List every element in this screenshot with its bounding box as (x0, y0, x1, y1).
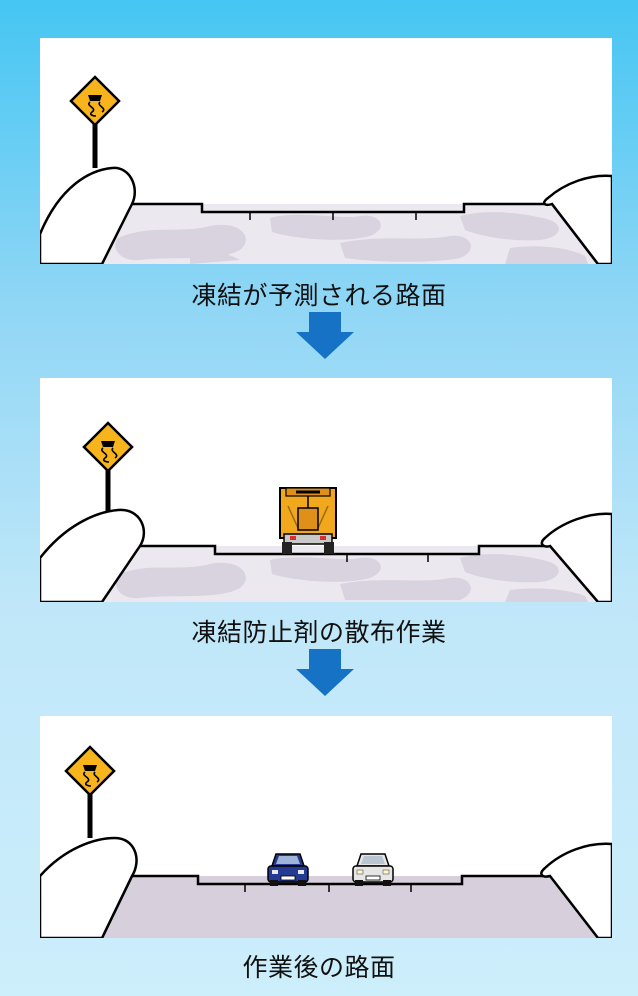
after-work-illustration (40, 745, 612, 938)
panel-after-work (40, 716, 612, 938)
icy-road-illustration (40, 75, 612, 264)
panel-spreading-work (40, 378, 612, 602)
road-surface-clear (102, 876, 598, 938)
blue-car-icon (267, 853, 309, 886)
road-outline (40, 202, 599, 264)
snow-bank-left (40, 836, 138, 938)
snow-bank-right (540, 842, 612, 938)
panel-icy-road (40, 38, 612, 264)
slippery-road-sign-icon (82, 421, 134, 512)
slippery-road-sign-icon (64, 745, 116, 838)
step-3-caption: 作業後の路面 (242, 953, 396, 982)
step-1-caption: 凍結が予測される路面 (191, 281, 447, 310)
snow-bank-left (40, 166, 137, 264)
down-arrow-icon (296, 649, 354, 696)
snow-bank-right (540, 512, 612, 602)
ice-patches (115, 212, 588, 264)
step-2-caption: 凍結防止剤の散布作業 (191, 618, 447, 647)
spreading-work-illustration (40, 421, 612, 602)
lane-ticks (244, 884, 412, 892)
lane-ticks (346, 554, 429, 562)
white-car-icon (352, 853, 394, 886)
ice-patches (116, 554, 588, 602)
spreader-truck-icon (279, 487, 337, 554)
snow-bank-right (542, 174, 612, 264)
lane-ticks (249, 212, 417, 220)
down-arrow-icon (296, 312, 354, 359)
snow-bank-left (40, 508, 146, 602)
slippery-road-sign-icon (69, 75, 121, 168)
